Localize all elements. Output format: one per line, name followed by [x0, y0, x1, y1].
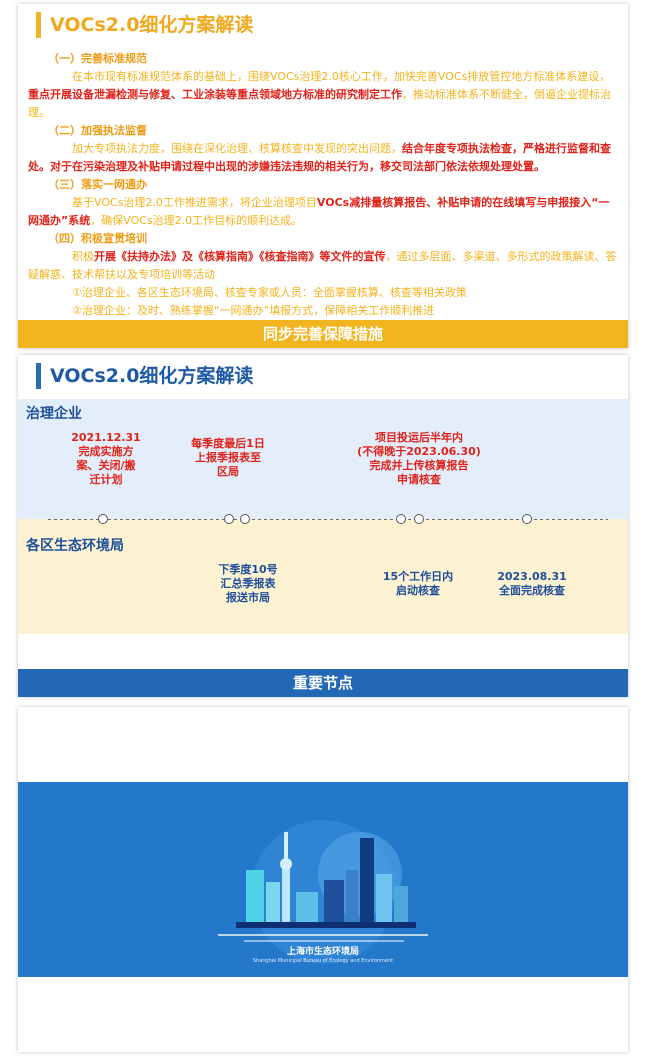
milestone-summary-report: 下季度10号 汇总季报表 报送市局: [218, 563, 278, 604]
timeline-node: [98, 514, 108, 524]
timeline-node: [522, 514, 532, 524]
timeline-node: [396, 514, 406, 524]
title-accent: [36, 12, 41, 38]
lane-label-district: 各区生态环境局: [26, 538, 124, 554]
timeline-node: [224, 514, 234, 524]
section-footer-bar: 重要节点: [18, 669, 628, 697]
paragraph-enforcement: 加大专项执法力度，围绕在深化治理、核算核查中发现的突出问题，结合年度专项执法检查…: [28, 142, 611, 173]
section-footer-bar: 同步完善保障措施: [18, 320, 628, 348]
timeline-line: [48, 519, 608, 520]
section-card-measures: VOCs2.0细化方案解读 （一）完善标准规范 在本市现有标准规范体系的基础上，…: [18, 4, 628, 348]
bureau-name-en: Shanghai Municipal Bureau of Ecology and…: [252, 958, 394, 964]
heading-enforcement: （二）加强执法监督: [48, 124, 147, 137]
timeline-node: [240, 514, 250, 524]
enterprise-lane: [18, 399, 628, 519]
training-item-2: ②治理企业：及时、熟练掌握“一网通办”填报方式，保障相关工作顺利推进: [72, 304, 435, 317]
heading-one-net: （三）落实一网通办: [48, 178, 147, 191]
city-skyline-illustration: [218, 820, 428, 964]
milestone-accounting-report: 项目投运后半年内 (不得晚于2023.06.30) 完成并上传核算报告 申请核查: [357, 431, 481, 486]
heading-standards: （一）完善标准规范: [48, 52, 147, 65]
city-banner: 上海市生态环境局 Shanghai Municipal Bureau of Ec…: [18, 782, 628, 977]
milestone-start-verification: 15个工作日内 启动核查: [382, 570, 454, 597]
paragraph-training: 积极开展《扶持办法》及《核算指南》《核查指南》等文件的宣传，通过多层面、多渠道、…: [28, 250, 617, 281]
paragraph-one-net: 基于VOCs治理2.0工作推进需求，将企业治理项目VOCs减排量核算报告、补贴申…: [28, 196, 610, 227]
bureau-name: 上海市生态环境局: [286, 947, 359, 957]
paragraph-standards: 在本市现有标准规范体系的基础上，围绕VOCs治理2.0核心工作，加快完善VOCs…: [28, 70, 611, 119]
measures-content: （一）完善标准规范 在本市现有标准规范体系的基础上，围绕VOCs治理2.0核心工…: [28, 50, 620, 320]
section-title: VOCs2.0细化方案解读: [50, 365, 254, 387]
milestone-quarterly-report: 每季度最后1日 上报季报表至 区局: [191, 437, 265, 478]
district-lane: [18, 519, 628, 634]
section-title: VOCs2.0细化方案解读: [50, 14, 254, 36]
milestone-complete-verification: 2023.08.31 全面完成核查: [497, 570, 567, 597]
milestone-plan: 2021.12.31 完成实施方 案、关闭/搬 迁计划: [71, 431, 141, 486]
timeline-node: [414, 514, 424, 524]
section-card-milestones: VOCs2.0细化方案解读 治理企业 各区生态环境局 2021.12.31 完成…: [18, 355, 628, 697]
heading-training: （四）积极宣贯培训: [48, 232, 147, 245]
section-card-logo: 上海市生态环境局 Shanghai Municipal Bureau of Ec…: [18, 707, 628, 1052]
title-accent: [36, 363, 41, 389]
lane-label-enterprise: 治理企业: [26, 406, 82, 422]
training-item-1: ①治理企业、各区生态环境局、核查专家或人员：全面掌握核算、核查等相关政策: [72, 286, 467, 299]
